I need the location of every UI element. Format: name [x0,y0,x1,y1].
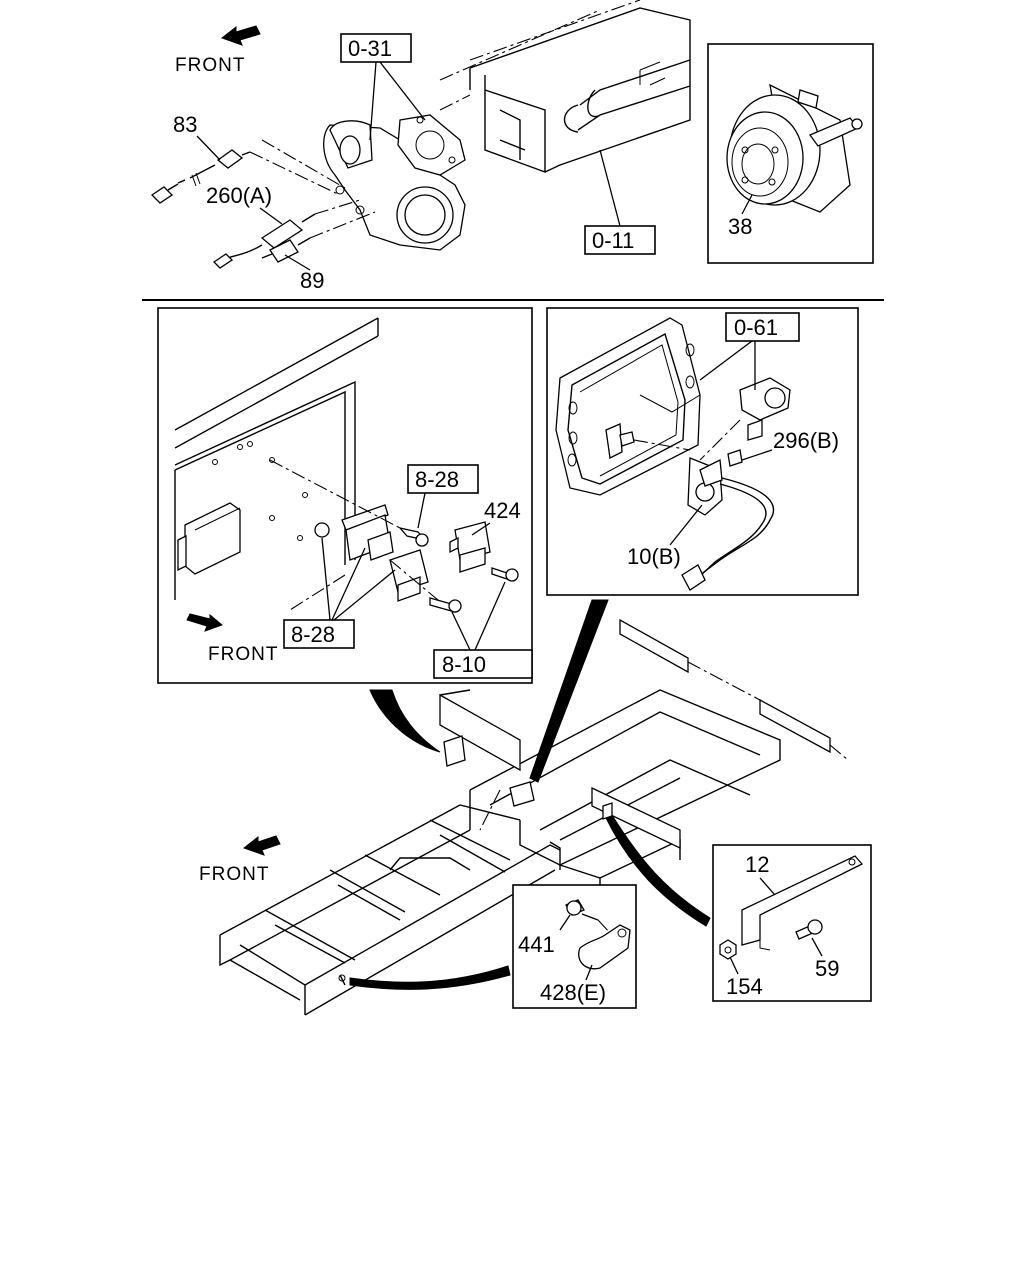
svg-text:0-61: 0-61 [734,315,778,340]
ref-box-0-31[interactable]: 0-31 [340,33,412,63]
ref-box-0-61[interactable]: 0-61 [725,312,800,342]
fuel-sender-inset: 0-61 296(B) 10(B) [546,307,859,596]
svg-text:0-31: 0-31 [348,36,392,61]
part-label-83: 83 [173,112,197,137]
ref-box-8-28-bottom[interactable]: 8-28 [283,619,355,649]
ref-box-0-11[interactable]: 0-11 [584,225,656,255]
front-label-relay: FRONT [208,644,278,665]
part-label-59: 59 [815,956,839,981]
top-section: FRONT [150,0,874,293]
part-label-260a: 260(A) [206,183,272,208]
front-arrow-icon [220,25,261,46]
engine-block [439,0,691,174]
ref-box-8-10[interactable]: 8-10 [433,649,533,679]
pulley-inset: 38 [707,43,874,264]
relay-inset: FRONT 8-28 424 8-28 8-10 [157,307,533,684]
front-label-frame: FRONT [199,864,269,885]
thermostat-housing [323,114,466,251]
front-arrow-icon [186,613,223,632]
svg-text:0-11: 0-11 [592,228,634,253]
sensor-89 [261,237,311,263]
part-label-10b: 10(B) [627,544,681,569]
front-label-top: FRONT [175,55,245,76]
chassis-frame: FRONT [199,599,849,1016]
front-arrow-icon [242,835,281,856]
part-label-428e: 428(E) [540,980,606,1005]
svg-text:8-10: 8-10 [442,652,486,677]
part-label-38: 38 [728,214,752,239]
clamp-inset: 441 428(E) [512,884,637,1009]
sensor-260a [212,213,316,269]
part-label-296b: 296(B) [773,428,839,453]
part-label-154: 154 [726,974,763,999]
ref-box-8-28-top[interactable]: 8-28 [407,464,479,494]
part-label-12: 12 [745,852,769,877]
svg-text:8-28: 8-28 [415,467,459,492]
sensor-83 [150,149,251,204]
svg-text:8-28: 8-28 [291,622,335,647]
part-label-424: 424 [484,498,521,523]
part-label-89: 89 [300,268,324,293]
bracket-inset: 12 154 59 [712,844,872,1002]
part-label-441: 441 [518,932,555,957]
